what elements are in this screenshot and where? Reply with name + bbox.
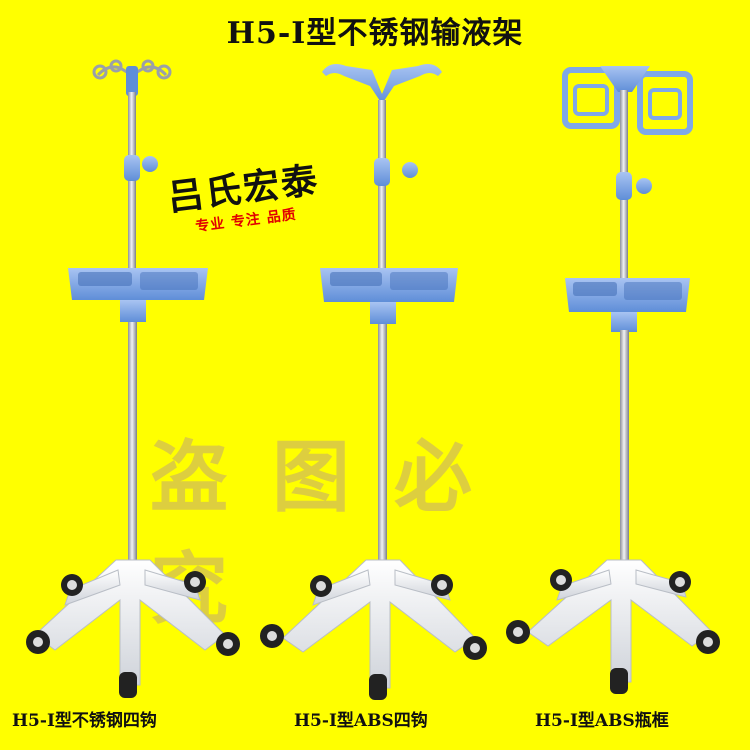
watermark: 盗图必究 xyxy=(150,433,517,635)
caption-abs-four-hook: H5-I型ABS四钩 xyxy=(294,711,428,731)
hooks-steel xyxy=(92,59,172,96)
stand-stainless-four-hook xyxy=(26,59,240,698)
bottle-frames xyxy=(562,66,693,135)
stand-abs-bottle-frame xyxy=(506,66,720,694)
base xyxy=(26,559,240,698)
tray xyxy=(320,268,458,324)
base xyxy=(260,559,487,700)
tray xyxy=(68,268,208,322)
tray xyxy=(565,278,690,332)
hooks-abs xyxy=(322,64,442,104)
base xyxy=(506,559,720,694)
stand-abs-four-hook xyxy=(260,64,487,700)
page-title: H5-I型不锈钢输液架 xyxy=(226,16,524,51)
caption-stainless-four-hook: H5-I型不锈钢四钩 xyxy=(12,711,157,731)
caption-abs-bottle-frame: H5-I型ABS瓶框 xyxy=(535,711,669,731)
